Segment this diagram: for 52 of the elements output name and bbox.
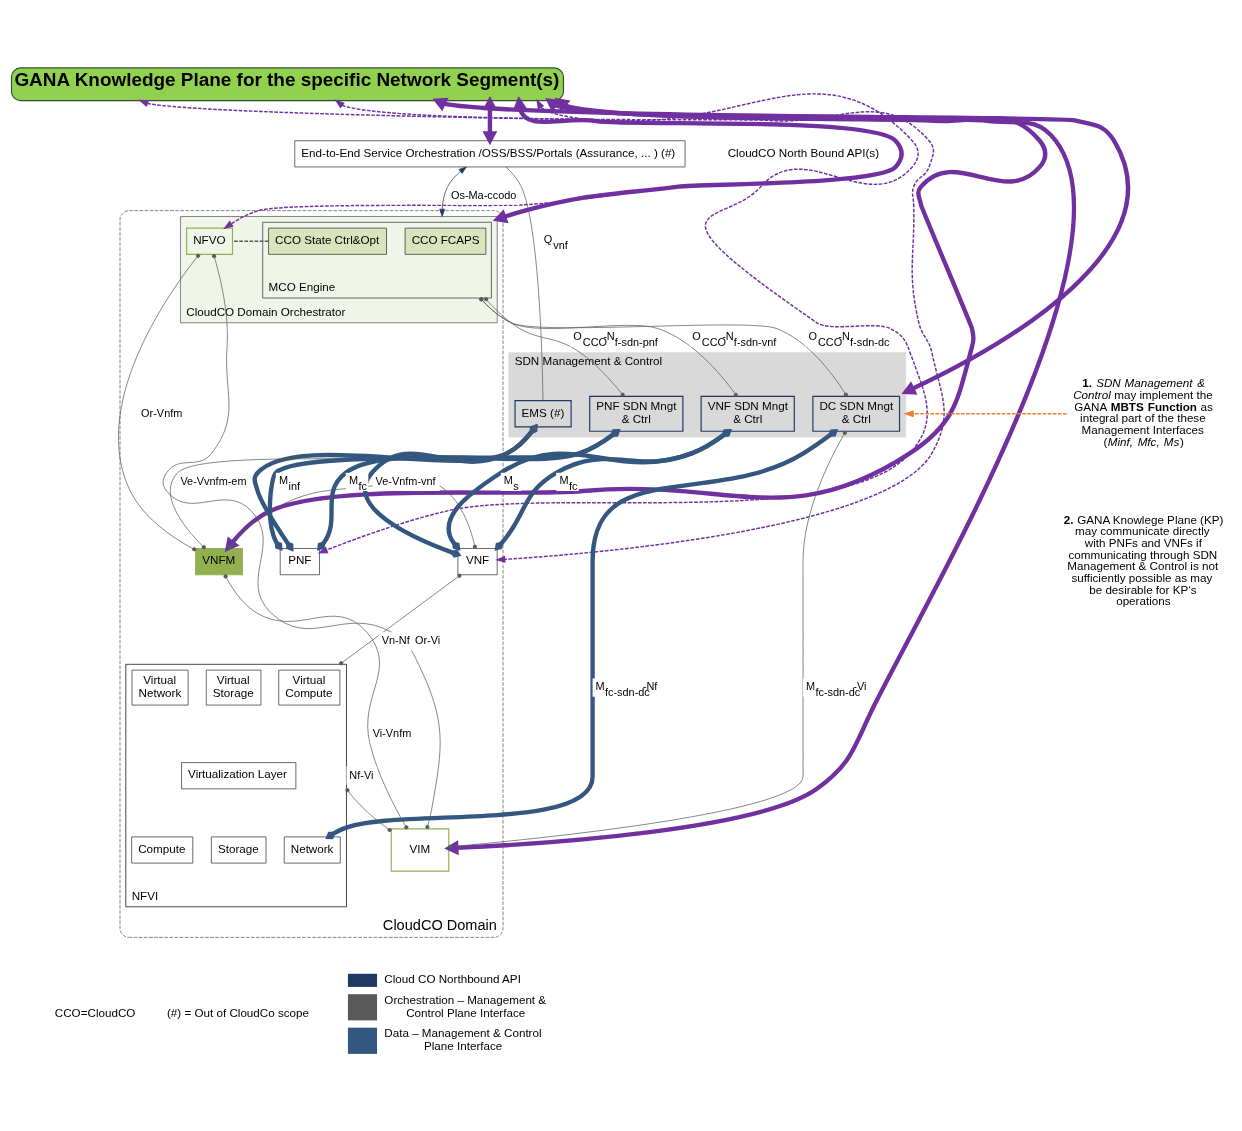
arrow xyxy=(223,98,903,229)
connector xyxy=(484,296,625,397)
node-box: DC SDN Mngt & Ctrl xyxy=(812,395,901,432)
node-box: NFVO xyxy=(186,227,234,255)
node-box: Network xyxy=(283,836,341,863)
edge-label: Vn-Nf xyxy=(381,633,410,646)
arrow xyxy=(334,98,945,563)
node-box: End-to-End Service Orchestration /OSS/BSS/Portals (Assurance, ... ) (#) xyxy=(294,139,686,167)
edge-label: Ve-Vnfm-vnf xyxy=(375,474,436,487)
arrow xyxy=(492,95,904,223)
label: CCO=CloudCO xyxy=(54,1005,136,1019)
legend-label: Cloud CO Northbound API xyxy=(384,971,521,985)
edge-label: Ve-Vvnfm-em xyxy=(180,474,247,487)
node-box: GANA Knowledge Plane for the specific Network Segment(s) xyxy=(10,66,565,101)
legend-label: Data – Management & Control Plane Interface xyxy=(384,1025,542,1052)
node-box: PNF xyxy=(279,547,320,575)
node-box: VNFM xyxy=(195,547,243,575)
edge-label: Or-Vnfm xyxy=(141,406,183,419)
connector xyxy=(505,166,544,401)
edge-label: Nf-Vi xyxy=(349,768,374,781)
node-box: CCO State Ctrl&Opt xyxy=(268,227,387,255)
connector xyxy=(339,573,462,665)
connector xyxy=(362,423,538,558)
connector xyxy=(231,240,270,242)
legend-label: Orchestration – Management & Control Plane Interface xyxy=(384,992,547,1019)
node-box: VNF SDN Mngt & Ctrl xyxy=(700,395,795,432)
node-box: EMS (#) xyxy=(514,399,572,427)
edge-label: Os-Ma-ccodo xyxy=(450,188,517,201)
node-box: Virtual Compute xyxy=(278,669,341,705)
node-box: VNF xyxy=(457,547,498,575)
edge-label: Or-Vi xyxy=(414,633,441,646)
connector xyxy=(252,423,538,552)
connector xyxy=(223,573,409,829)
label: CloudCO North Bound API(s) xyxy=(727,145,880,159)
connector xyxy=(479,296,848,397)
node-text: 1. SDN Management & Control may implement the GANA MBTS Function as integral part of the these Management Interfaces (Minf, Mfc, Ms) xyxy=(1073,375,1213,448)
node-box: Compute xyxy=(131,836,194,863)
node-box: Virtualization Layer xyxy=(181,761,297,789)
node-box: VIM xyxy=(390,827,450,872)
node-box: PNF SDN Mngt & Ctrl xyxy=(589,395,684,432)
arrow xyxy=(903,409,1068,417)
connector xyxy=(118,253,201,551)
edge-label: Vi-Vnfm xyxy=(372,726,412,739)
node-box: Virtual Network xyxy=(131,669,189,705)
node-box: CCO FCAPS xyxy=(404,227,487,255)
node-box: Storage xyxy=(211,836,267,863)
connector xyxy=(345,787,392,832)
node-box: Virtual Storage xyxy=(205,669,262,705)
label: 2. GANA Knowlege Plane (KP) may communicate directly with PNFs and VNFs if communicating through SDN Management & Control is not sufficiently possible as may be desirable for KP‘s operations xyxy=(1063,512,1224,607)
label: (#) = Out of CloudCo scope xyxy=(166,1005,309,1019)
arrow xyxy=(439,166,467,217)
connector xyxy=(479,296,738,397)
